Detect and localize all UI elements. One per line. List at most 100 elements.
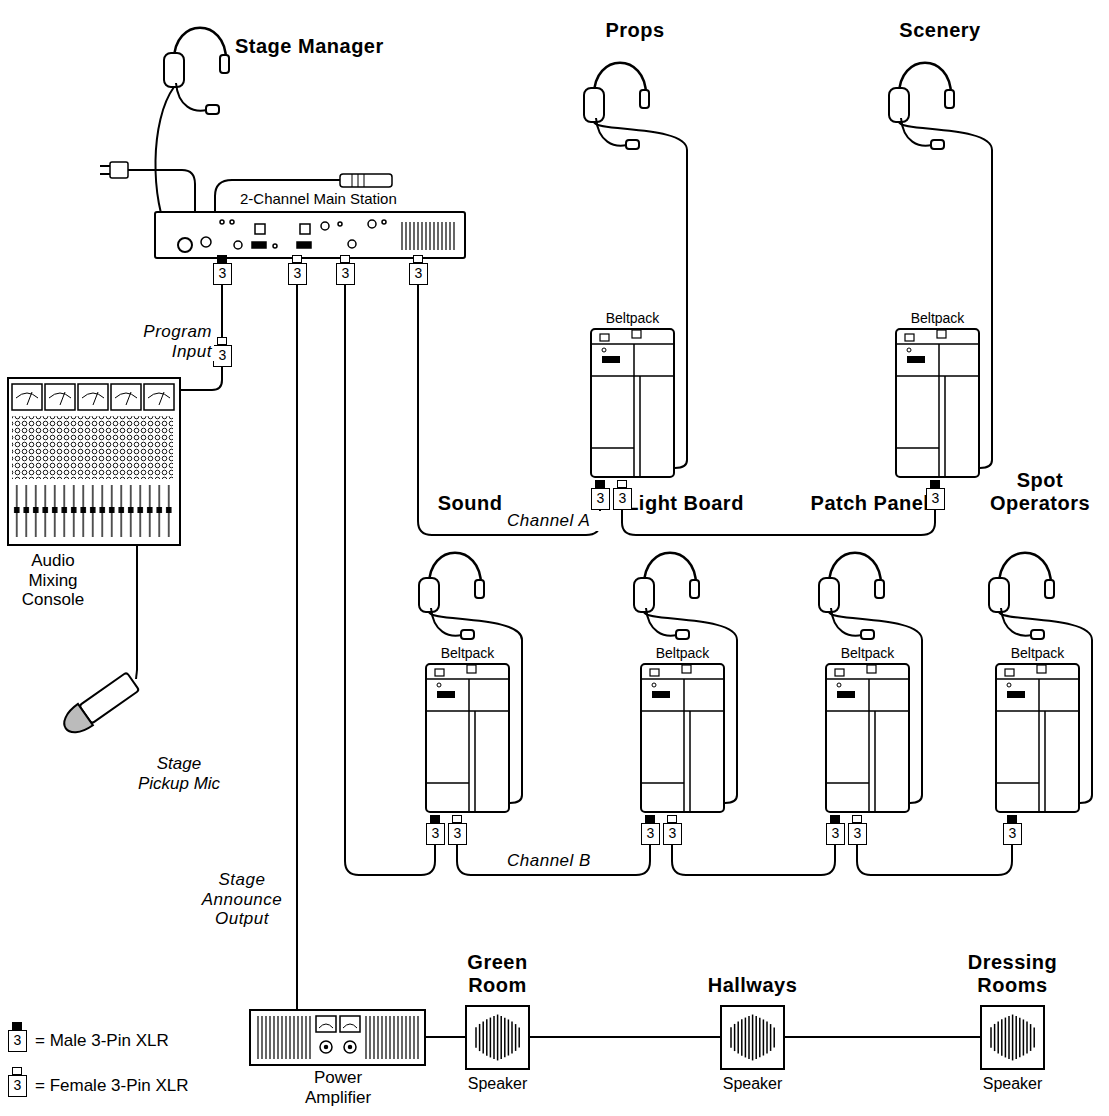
xlr-connector: 3 (448, 823, 467, 845)
power-amplifier (250, 1010, 425, 1065)
beltpack-bodies-part (641, 664, 724, 812)
xlr-connector: 3 (663, 823, 682, 845)
stage-mic-part (136, 670, 137, 679)
stage-mic-part (58, 671, 140, 739)
cable (137, 545, 138, 670)
cable (222, 285, 223, 345)
station-heading: Stage Manager (235, 35, 435, 58)
beltpack: SceneryBeltpack (895, 310, 985, 510)
main-station-rack-part (110, 162, 128, 178)
beltpack-bodies-part (591, 329, 674, 477)
mixing-console-part (12, 485, 173, 537)
xlr-connector: 3 (213, 263, 232, 285)
beltpack-bodies-part (896, 329, 979, 477)
xlr-connector: 3 (641, 823, 660, 845)
main-station-rack-part (155, 212, 465, 258)
cable-line (296, 285, 298, 1010)
beltpack-bodies-part (826, 664, 909, 812)
xlr-connector: 3 (591, 488, 610, 510)
cable-line (221, 285, 223, 345)
mixing-console-part (12, 416, 173, 479)
power-amplifier-part (319, 1024, 357, 1028)
xlr-connector: 3 (8, 1075, 27, 1097)
headsets-part (164, 28, 229, 114)
main-station-rack (100, 162, 465, 258)
main-station-rack-part (321, 222, 329, 230)
station-heading: Scenery (865, 19, 1015, 42)
cable-line (785, 1036, 980, 1038)
beltpack-bodies-part (996, 664, 1079, 812)
main-station-rack-part (100, 166, 110, 174)
main-station-rack-part (234, 241, 242, 249)
main-station-rack-part (300, 224, 310, 234)
device-label: Speaker (697, 1075, 808, 1093)
main-station-rack-part (348, 240, 356, 248)
device-label: Beltpack (995, 645, 1080, 661)
device-label: Beltpack (825, 645, 910, 661)
device-label: Speaker (957, 1075, 1068, 1093)
main-station-rack-part (201, 237, 211, 247)
xlr-connector: 3 (213, 345, 232, 367)
speaker: HallwaysSpeaker (720, 1005, 785, 1070)
main-station-rack-part (128, 170, 195, 212)
main-station-rack-part (178, 238, 192, 252)
location-heading: Hallways (697, 974, 808, 997)
headset-cords (155, 87, 1092, 803)
cable-line (857, 845, 1012, 875)
main-station-rack-part (352, 174, 364, 187)
cable-line (457, 845, 650, 875)
speakers (466, 1006, 1044, 1069)
cable-label: Stage Announce Output (192, 870, 292, 929)
speakers-part (466, 1006, 529, 1069)
cable (857, 845, 1012, 875)
cable (457, 845, 650, 875)
main-station-rack-part (230, 220, 234, 224)
device-label: Audio Mixing Console (8, 551, 98, 610)
device-label: Beltpack (640, 645, 725, 661)
xlr-connector: 3 (1003, 823, 1022, 845)
cable-line (345, 285, 435, 875)
main-station-rack-part (255, 224, 265, 234)
cable-label: Program Input (110, 322, 214, 361)
cable (425, 1037, 465, 1038)
xlr-connector: 3 (826, 823, 845, 845)
device-label: Beltpack (590, 310, 675, 326)
main-station-rack-part (297, 242, 311, 248)
speakers-part (721, 1006, 784, 1069)
mixing-console (8, 367, 222, 545)
cable-line (136, 545, 138, 670)
power-amplifier-part (256, 1016, 312, 1059)
cable-line (530, 1036, 720, 1038)
speaker: Dressing RoomsSpeaker (980, 1005, 1045, 1070)
main-station-rack-part (340, 174, 392, 187)
main-station-rack-part (273, 244, 277, 248)
device-label: Stage Pickup Mic (133, 754, 225, 793)
main-station-rack-part (220, 220, 224, 224)
cable (785, 1037, 980, 1038)
mixing-console-part (16, 392, 170, 405)
speaker: Green RoomSpeaker (465, 1005, 530, 1070)
location-heading: Green Room (442, 951, 553, 997)
main-station-rack-part (400, 222, 455, 250)
headsets-part (889, 63, 954, 149)
power-amplifier-part (325, 1046, 328, 1049)
device-label: Power Amplifier (292, 1068, 384, 1107)
mixing-console-part (181, 367, 222, 390)
main-station-rack-part (338, 222, 342, 226)
xlr-connector: 3 (8, 1030, 27, 1052)
legend-text: = Female 3-Pin XLR (35, 1076, 189, 1096)
mixing-console: Audio Mixing Console (8, 345, 230, 545)
mixing-console-part (8, 378, 180, 545)
cable-label: Channel A (505, 511, 619, 531)
power-amplifier-part (364, 1016, 420, 1059)
beltpack-bodies-part (426, 664, 509, 812)
device-label: Beltpack (895, 310, 980, 326)
main-station-rack-part (368, 220, 376, 228)
power-amplifier: Power Amplifier (250, 1010, 425, 1065)
cable (345, 285, 435, 875)
device-label: 2-Channel Main Station (240, 190, 440, 207)
xlr-connector: 3 (409, 263, 428, 285)
xlr-connector: 3 (336, 263, 355, 285)
